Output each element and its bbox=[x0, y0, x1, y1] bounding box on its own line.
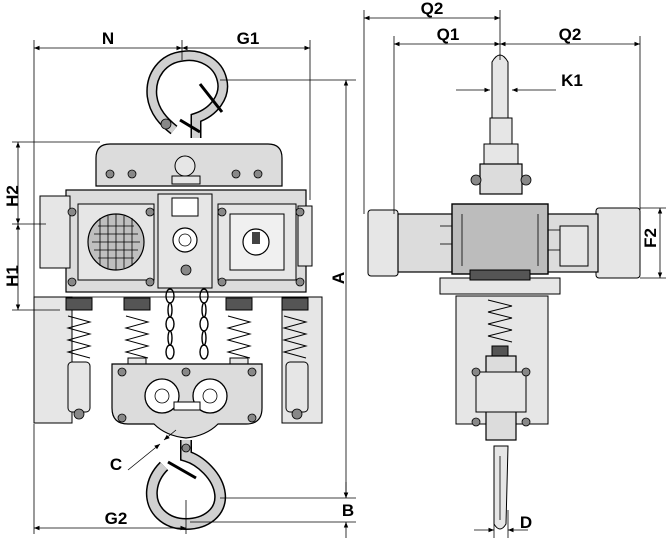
label-k1: K1 bbox=[561, 71, 583, 90]
left-motor-can bbox=[367, 209, 399, 277]
side-view bbox=[367, 54, 641, 530]
label-d: D bbox=[520, 513, 532, 532]
label-n: N bbox=[102, 29, 114, 48]
top-hook bbox=[146, 50, 229, 138]
side-top-hook bbox=[491, 54, 509, 119]
label-a: A bbox=[329, 272, 348, 284]
right-end-cap bbox=[297, 205, 313, 267]
right-motor-can bbox=[595, 207, 641, 279]
top-frame-boss bbox=[174, 155, 196, 177]
dimension-labels: N G1 Q2 Q1 Q2 K1 H2 H1 A F2 C G2 B D bbox=[3, 0, 660, 532]
label-g1: G1 bbox=[237, 29, 260, 48]
left-trolley-plate bbox=[33, 296, 73, 424]
label-g2: G2 bbox=[105, 509, 128, 528]
spring-buffers bbox=[65, 297, 309, 420]
side-center-housing bbox=[451, 203, 549, 275]
front-view bbox=[33, 50, 323, 531]
label-b: B bbox=[342, 501, 354, 520]
load-chains bbox=[165, 288, 209, 360]
bottom-block bbox=[111, 363, 263, 439]
dimension-lines bbox=[12, 10, 666, 538]
label-f2: F2 bbox=[641, 228, 660, 248]
label-q2-top: Q2 bbox=[421, 0, 444, 18]
label-h1: H1 bbox=[3, 265, 22, 287]
label-c: C bbox=[110, 455, 122, 474]
label-h2: H2 bbox=[3, 185, 22, 207]
label-q2-right: Q2 bbox=[559, 25, 582, 44]
side-bottom-hook bbox=[493, 445, 509, 530]
left-end-cap bbox=[39, 195, 71, 269]
label-q1: Q1 bbox=[437, 25, 460, 44]
